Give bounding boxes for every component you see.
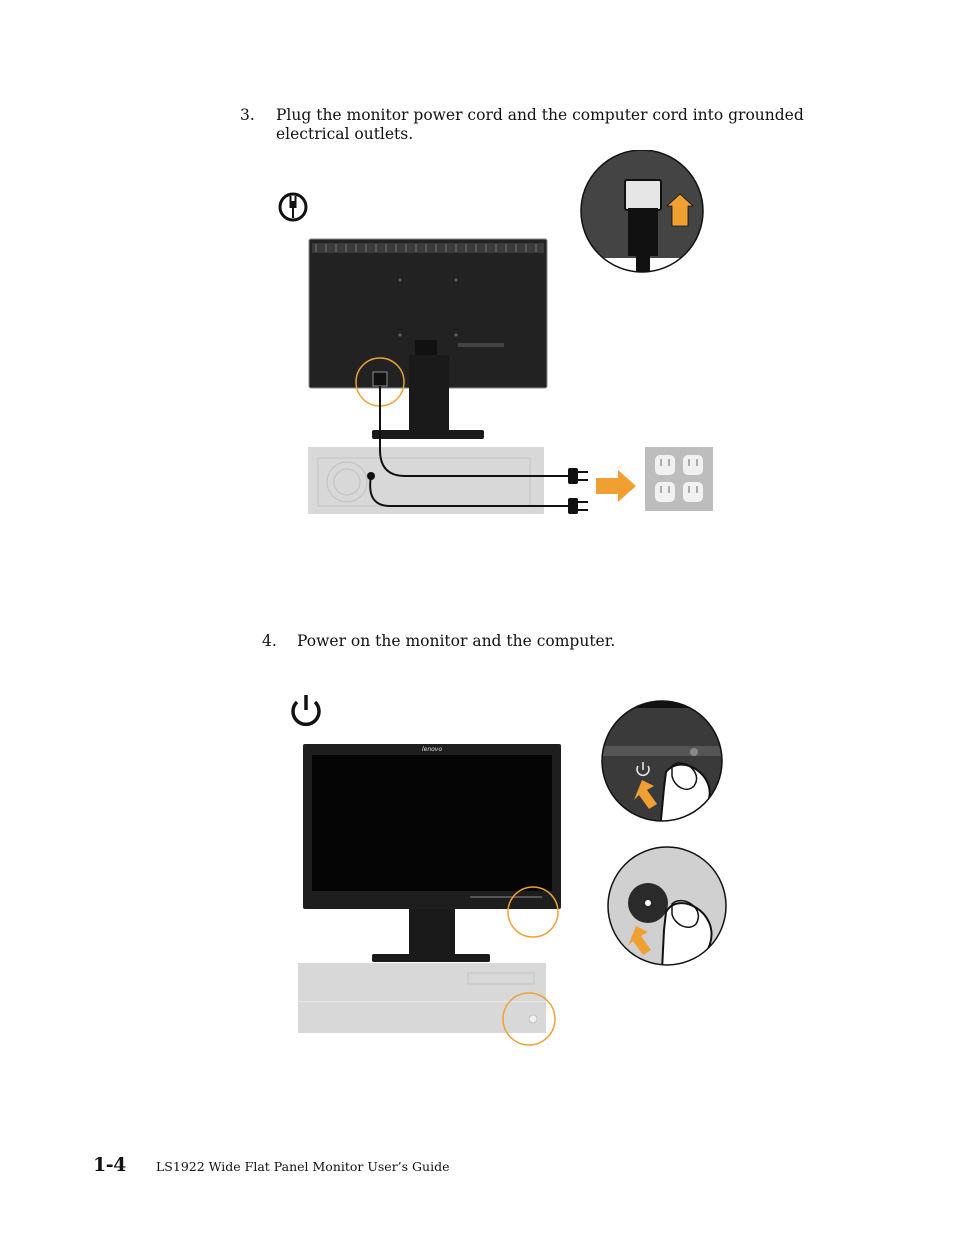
arrow-press-icon [634, 780, 657, 809]
arrow-up-icon [665, 193, 695, 227]
arrow-press-icon [628, 926, 651, 955]
power-connector-zoom [580, 150, 704, 273]
monitor-power-button-highlight [507, 886, 559, 938]
computer-power-cord [369, 475, 568, 507]
monitor-button-zoom [601, 700, 723, 822]
power-plug-icon [278, 192, 308, 222]
computer-case [308, 447, 544, 514]
figure-power-on: lenovo [291, 695, 727, 1046]
monitor-power-cord [379, 386, 568, 477]
step-number: 3. [240, 106, 255, 124]
monitor-front: lenovo [303, 744, 561, 962]
wall-outlet [645, 447, 713, 511]
step-text: Plug the monitor power cord and the comp… [276, 106, 804, 143]
computer-front [298, 963, 546, 1033]
monitor-stand [372, 355, 484, 439]
plug-1 [568, 468, 588, 484]
guide-title: LS1922 Wide Flat Panel Monitor User’s Gu… [156, 1159, 450, 1174]
plug-2 [568, 498, 588, 514]
computer-power-button-highlight [502, 992, 556, 1046]
step-number: 4. [262, 632, 277, 650]
figure-power-cords [278, 150, 713, 514]
power-symbol-icon [291, 695, 321, 727]
arrow-right-icon [596, 470, 636, 502]
monitor-rear [308, 238, 548, 389]
computer-button-zoom [607, 846, 727, 966]
step-text: Power on the monitor and the computer. [297, 632, 616, 650]
brand-logo: lenovo [422, 746, 442, 753]
page-number: 1-4 [93, 1154, 126, 1176]
